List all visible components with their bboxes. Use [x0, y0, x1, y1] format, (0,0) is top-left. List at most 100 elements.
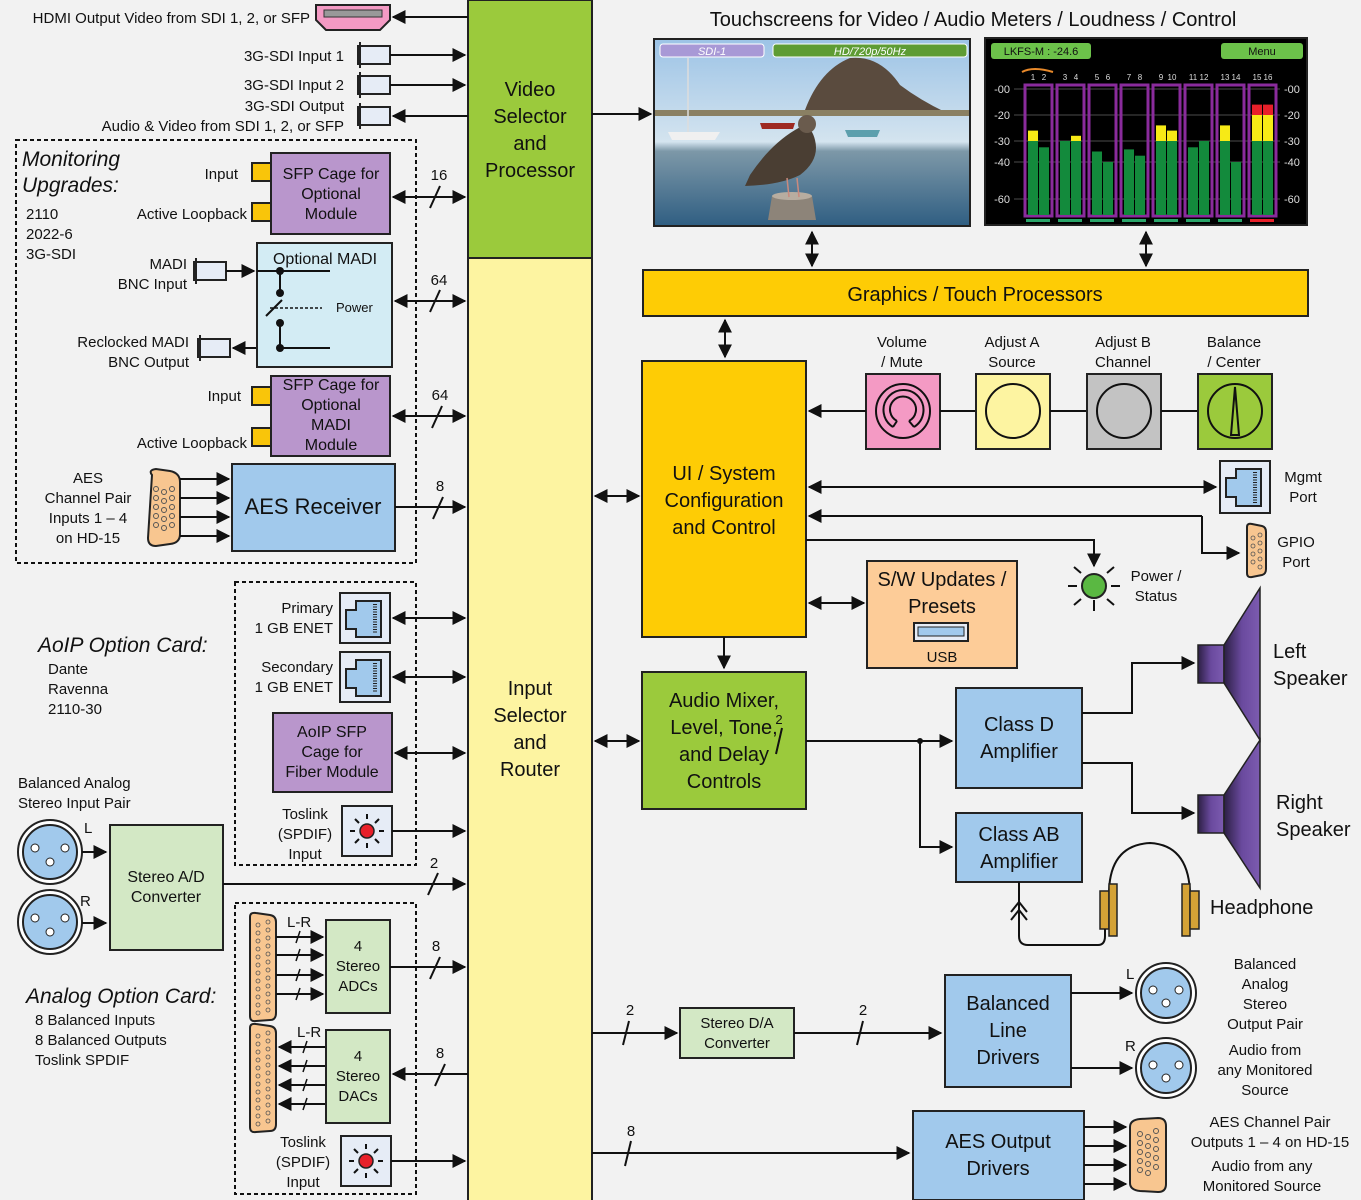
video-source-badge[interactable]: SDI-1: [698, 46, 726, 58]
stereo-da-converter-block[interactable]: Stereo D/A Converter: [679, 1007, 795, 1059]
ethernet-port-icon[interactable]: [339, 592, 391, 644]
meter-peak-bar: [1028, 130, 1038, 141]
da-converter-label: Stereo D/A: [700, 1015, 773, 1032]
control-knob-4[interactable]: Balance/ Center: [1197, 334, 1273, 450]
power-switch-label: Power: [336, 300, 374, 315]
meter-clip-bar: [1252, 104, 1262, 115]
audio-mixer-block[interactable]: Audio Mixer, Level, Tone, and Delay Cont…: [641, 671, 807, 810]
toslink-port-icon[interactable]: [340, 1135, 392, 1187]
bus-width-label: 8: [436, 478, 444, 495]
aes-output-drivers-block[interactable]: AES Output Drivers: [912, 1110, 1085, 1200]
meter-pair-status: [1090, 219, 1114, 222]
optional-madi-block[interactable]: Optional MADI Power: [256, 242, 393, 368]
pin: [265, 919, 271, 925]
sdi-input-2-label: 3G-SDI Input 2: [244, 77, 344, 94]
meter-level-bar: [1167, 141, 1177, 215]
video-touchscreen[interactable]: SDI-1 HD/720p/50Hz: [653, 38, 971, 227]
pin: [265, 935, 271, 941]
stereo-adcs-block[interactable]: 4 Stereo ADCs: [325, 919, 391, 1014]
bnc-connector-icon: [357, 45, 391, 65]
meter-peak-bar: [1263, 115, 1273, 141]
pin: [255, 962, 261, 968]
sfp-cage-block[interactable]: [270, 152, 391, 235]
toslink-label: (SPDIF): [276, 1154, 330, 1171]
sw-updates-label: S/W Updates /: [878, 569, 1007, 591]
left-channel-label: L: [1126, 966, 1134, 983]
balanced-line-drivers-block[interactable]: Balanced Line Drivers: [944, 974, 1072, 1088]
aoip-sfp-label: Cage for: [301, 744, 363, 761]
hdmi-label: HDMI Output Video from SDI 1, 2, or SFP: [33, 10, 310, 27]
monitoring-title: Upgrades:: [22, 174, 119, 197]
toslink-port-icon[interactable]: [341, 805, 393, 857]
graphics-processors-block[interactable]: Graphics / Touch Processors: [642, 269, 1309, 317]
db25-connector-icon[interactable]: [249, 1022, 277, 1134]
aes-receiver-block[interactable]: AES Receiver: [231, 463, 396, 552]
menu-button[interactable]: Menu: [1248, 46, 1276, 58]
meter-pair-frame[interactable]: [1055, 83, 1086, 218]
usb-port-icon[interactable]: [913, 622, 969, 642]
meter-pair-frame[interactable]: [1183, 83, 1214, 218]
adcs-label: 4: [354, 938, 362, 955]
pin: [265, 1118, 271, 1124]
right-speaker-icon: [1197, 737, 1261, 891]
class-d-label: Amplifier: [980, 741, 1058, 763]
meter-pair-frame[interactable]: [1119, 83, 1150, 218]
bnc-connector-icon: [193, 261, 227, 281]
meter-channel-label: 5: [1095, 73, 1100, 82]
ui-system-label: and Control: [672, 517, 775, 539]
aoip-sfp-cage-block[interactable]: AoIP SFP Cage for Fiber Module: [272, 712, 393, 793]
line-drivers-label: Drivers: [976, 1047, 1039, 1069]
ui-system-block[interactable]: UI / System Configuration and Control: [641, 360, 807, 638]
stereo-dacs-block[interactable]: 4 Stereo DACs: [325, 1029, 391, 1124]
headphone-icon: [1099, 841, 1200, 937]
pin: [265, 967, 271, 973]
audio-meter-touchscreen[interactable]: LKFS-M : -24.6 Menu -00-00-20-20-30-30-4…: [984, 37, 1308, 226]
aes-input-label: AES: [73, 470, 103, 487]
meter-pair-frame[interactable]: [1087, 83, 1118, 218]
sfp-port-icon: [251, 386, 273, 406]
sw-updates-block[interactable]: S/W Updates / Presets USB: [866, 560, 1018, 669]
pin: [265, 1054, 271, 1060]
secondary-enet-label: Secondary: [261, 659, 333, 676]
control-label: Balance: [1207, 334, 1261, 351]
meter-level-bar: [1103, 162, 1113, 215]
input-selector-block[interactable]: Input Selector and Router: [467, 257, 593, 1200]
sdi-output-label: 3G-SDI Output: [245, 98, 345, 115]
primary-enet-label: 1 GB ENET: [255, 620, 333, 637]
monitoring-item: 3G-SDI: [26, 246, 76, 263]
control-label: Volume: [877, 334, 927, 351]
meter-pair-frame[interactable]: [1151, 83, 1182, 218]
gpio-port-label: Port: [1282, 554, 1310, 571]
xlr-output-left-icon[interactable]: [1135, 962, 1197, 1024]
sfp-cage-label: Optional: [301, 186, 361, 203]
power-status-led-icon: [1068, 566, 1120, 611]
control-knob-1[interactable]: Volume/ Mute: [865, 334, 941, 450]
class-d-amp-block[interactable]: Class D Amplifier: [955, 687, 1083, 789]
class-ab-amp-block[interactable]: Class AB Amplifier: [955, 812, 1083, 883]
ethernet-port-icon[interactable]: [339, 651, 391, 703]
meter-pair-frame[interactable]: [1023, 83, 1054, 218]
xlr-connector-icon[interactable]: [17, 819, 83, 885]
right-speaker-label: Speaker: [1276, 819, 1351, 841]
meter-scale-tick: -60: [994, 194, 1010, 206]
sfp-madi-cage-block[interactable]: [270, 375, 391, 457]
db25-connector-icon[interactable]: [249, 911, 277, 1023]
xlr-output-right-icon[interactable]: [1135, 1037, 1197, 1099]
xlr-connector-icon[interactable]: [17, 889, 83, 955]
hd15-output-connector-icon[interactable]: [1129, 1116, 1167, 1194]
gpio-port-label: GPIO: [1277, 534, 1315, 551]
meter-pair-frame[interactable]: [1215, 83, 1246, 218]
meter-pair-frame[interactable]: [1247, 83, 1278, 218]
meter-scale-tick: -00: [1284, 84, 1300, 96]
stereo-ad-converter-block[interactable]: Stereo A/D Converter: [109, 824, 224, 951]
knob-icon: [1096, 383, 1152, 439]
aes-output-connector-label: AES Channel Pair: [1210, 1114, 1331, 1131]
meter-level-bar: [1060, 141, 1070, 215]
gpio-port-icon[interactable]: [1246, 522, 1267, 579]
video-selector-block[interactable]: Video Selector and Processor: [467, 0, 593, 259]
analog-card-title: Analog Option Card:: [24, 985, 216, 1008]
mgmt-port-icon[interactable]: [1219, 460, 1271, 514]
toslink-label: Input: [286, 1174, 320, 1191]
